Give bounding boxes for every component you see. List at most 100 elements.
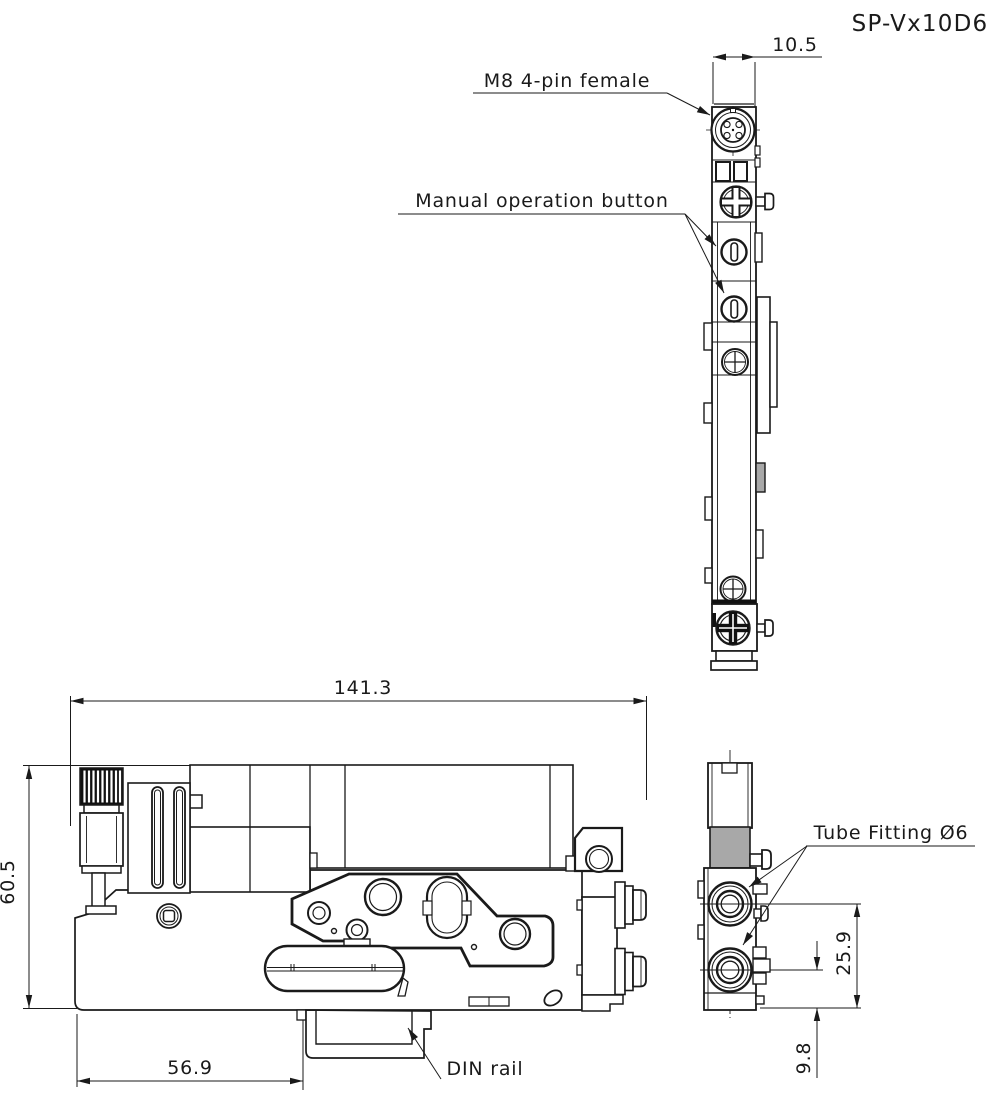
fitting-manifold-side	[576, 881, 647, 1012]
dim-upper-port-value: 25.9	[833, 930, 855, 976]
vacuum-adjust-knob	[79, 767, 124, 915]
phillips-screw-lower	[719, 575, 747, 603]
m8-pin	[735, 131, 743, 140]
phillips-screw-bottom	[715, 610, 751, 646]
side-tab	[752, 958, 771, 973]
arrowhead	[813, 957, 821, 970]
leader-arrowhead	[696, 105, 710, 115]
dim-overall-length-value: 141.3	[334, 677, 392, 699]
leader-arrowhead	[408, 1028, 418, 1041]
side-tab	[755, 529, 764, 559]
side-stud	[756, 623, 766, 633]
plate-hole-small-1	[307, 901, 331, 925]
din-bracket-edge	[769, 321, 778, 408]
side-stud-cap	[764, 619, 774, 637]
side-stud-cap	[764, 192, 775, 211]
tube-fitting-side-2	[614, 947, 647, 996]
side-stud	[749, 853, 763, 867]
m8-pin	[723, 120, 731, 129]
arrowhead	[853, 995, 861, 1008]
side-stud	[755, 196, 766, 207]
side-stud-cap	[761, 849, 772, 870]
m8-pin	[735, 120, 743, 129]
shaded-tab	[755, 462, 766, 493]
m8-label-text: M8 4-pin female	[484, 70, 650, 92]
side-tab	[754, 232, 763, 263]
side-tab	[754, 145, 761, 156]
label-din-rail: DIN rail	[407, 1027, 524, 1080]
m8-connector	[706, 106, 760, 156]
arrowhead	[77, 1077, 90, 1085]
knurl-stripes	[83, 770, 122, 803]
side-tab	[752, 883, 768, 895]
arrowhead	[633, 697, 647, 705]
oblique-slot-hole	[543, 989, 563, 1007]
arrowhead	[713, 53, 726, 61]
m8-pin	[723, 131, 731, 140]
dimension-upper-port: 25.9	[760, 904, 861, 1009]
vent-window	[715, 161, 731, 182]
mounting-bracket	[565, 826, 624, 873]
phillips-screw-top	[719, 185, 753, 219]
plate-pin-hole	[330, 927, 338, 935]
side-tab	[697, 880, 705, 899]
plate-pin-hole	[470, 943, 478, 951]
bottom-window	[468, 996, 510, 1007]
label-manual-button: Manual operation button	[398, 190, 725, 294]
manual-operation-button-2	[720, 295, 748, 323]
dimension-front-width: 10.5	[712, 34, 822, 128]
label-m8-connector: M8 4-pin female	[473, 70, 711, 116]
side-tab	[752, 946, 767, 959]
side-stud	[753, 908, 762, 919]
dimension-lower-port: 9.8	[793, 941, 821, 1078]
solenoid-valve-block	[189, 764, 574, 893]
dim-lower-port-value: 9.8	[793, 1042, 815, 1075]
din-rail-label-text: DIN rail	[447, 1058, 524, 1080]
arrowhead	[742, 53, 755, 61]
arrowhead	[25, 766, 33, 779]
plan-foot-plate	[710, 660, 758, 671]
arrowhead	[853, 904, 861, 917]
drawing-title: SP-Vx10D6	[852, 11, 989, 37]
arrowhead	[70, 697, 84, 705]
side-tab	[752, 972, 767, 985]
dimension-din-offset: 56.9	[76, 1012, 304, 1090]
side-tab	[703, 322, 713, 351]
tube-fitting-side-1	[614, 881, 647, 929]
vent-window	[733, 161, 748, 182]
label-tube-fitting: Tube Fitting Ø6	[742, 822, 975, 946]
arrowhead	[290, 1077, 303, 1085]
leader-arrowhead	[704, 234, 716, 246]
manual-operation-button-1	[720, 238, 748, 266]
plate-hole-large-1	[363, 877, 403, 917]
phillips-screw-mid	[721, 348, 749, 376]
tube-fitting-label-text: Tube Fitting Ø6	[813, 822, 969, 844]
plan-view: 10.5	[398, 34, 822, 671]
plate-hole-small-2	[345, 918, 369, 942]
shaded-coil-block	[709, 826, 751, 869]
side-tab	[704, 567, 713, 584]
latch-tab	[397, 976, 409, 997]
manual-button-label-text: Manual operation button	[415, 190, 668, 212]
square-port	[156, 903, 182, 929]
dim-overall-height-value: 60.5	[0, 859, 19, 905]
side-tab	[703, 402, 713, 424]
arrowhead	[25, 995, 33, 1008]
front-view: 141.3 60.5 56.9	[0, 677, 647, 1090]
plan-foot-pedestal	[715, 650, 753, 662]
dim-din-offset-value: 56.9	[167, 1057, 213, 1079]
side-view: Tube Fitting Ø6 25.9 9.8	[697, 750, 975, 1078]
side-tab	[704, 496, 713, 521]
leader-arrowhead	[715, 279, 724, 293]
vent-slot-block	[127, 782, 191, 894]
side-tab	[754, 157, 761, 168]
valve-column	[707, 762, 753, 829]
leader-arrowhead	[749, 876, 762, 887]
leader-arrowhead	[743, 932, 753, 945]
arrowhead	[813, 1008, 821, 1021]
side-tab	[697, 924, 705, 940]
dim-front-width-value: 10.5	[772, 34, 818, 56]
silencer-slot	[263, 944, 406, 993]
